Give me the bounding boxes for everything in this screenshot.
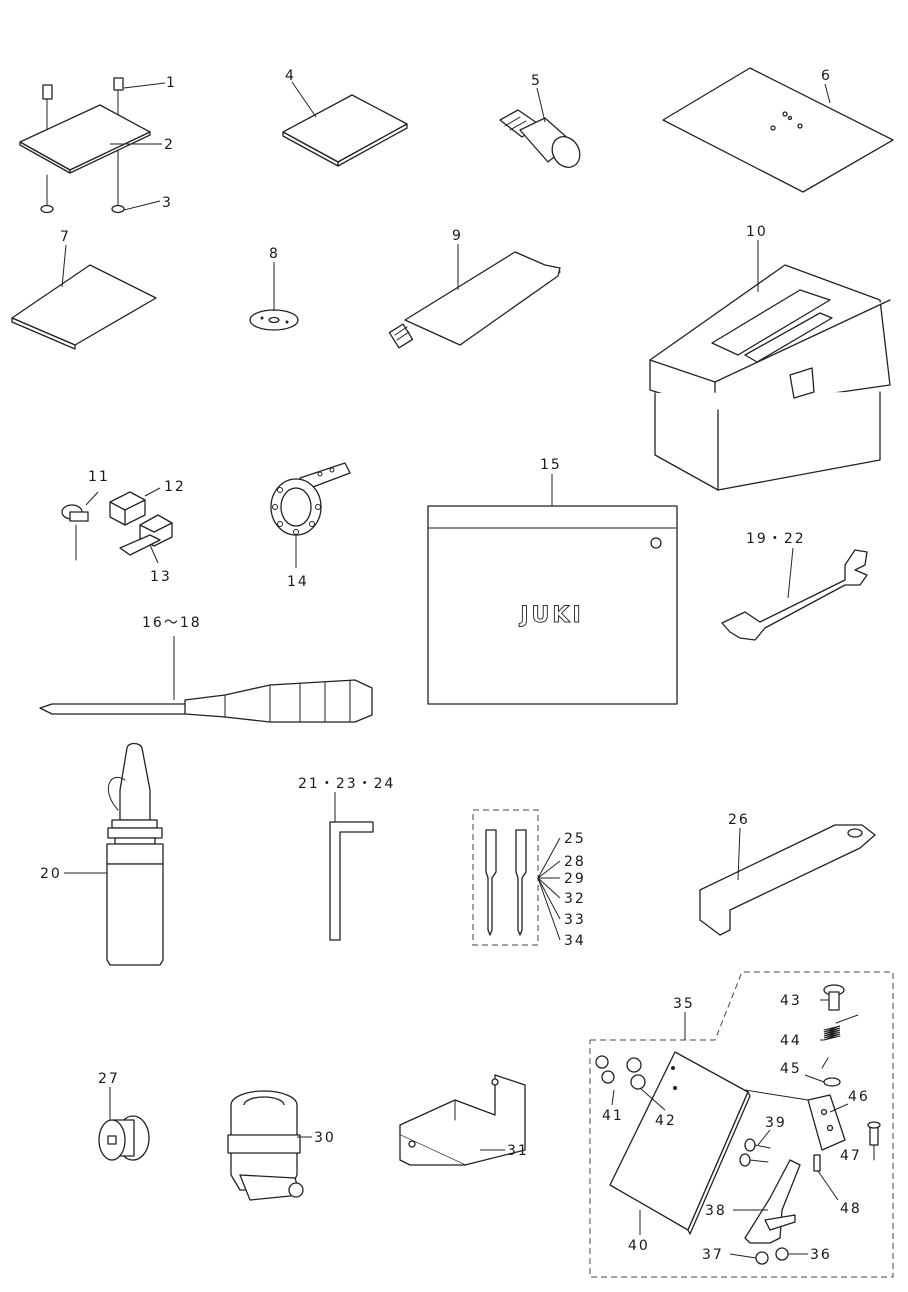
part-9-grease-tube: [388, 244, 561, 349]
part-30-bobbin-case: [227, 1090, 312, 1201]
label-41: 41: [602, 1108, 624, 1124]
label-45: 45: [780, 1061, 802, 1077]
part-7-sheet: [11, 244, 157, 350]
label-38: 38: [705, 1203, 727, 1219]
label-12: 12: [164, 479, 186, 495]
label-32: 32: [564, 891, 586, 907]
label-48: 48: [840, 1201, 862, 1217]
label-15: 15: [540, 457, 562, 473]
part-20-oil-bottle: [64, 742, 164, 966]
part-26-bracket-bar: [699, 824, 876, 936]
label-34: 34: [564, 933, 586, 949]
part-cover-plate-assembly: [19, 77, 166, 214]
part-11-13-screw-blocks: [61, 487, 173, 564]
label-9: 9: [452, 228, 463, 244]
label-44: 44: [780, 1033, 802, 1049]
label-30: 30: [314, 1130, 336, 1146]
part-21-hex-key: [329, 792, 374, 941]
part-6-sheet: [662, 67, 894, 193]
part-27-bobbin: [98, 1087, 150, 1161]
label-16-18: 16～18: [142, 615, 202, 631]
label-33: 33: [564, 912, 586, 928]
label-11: 11: [88, 469, 110, 485]
label-7: 7: [60, 229, 71, 245]
part-8-washer: [249, 262, 299, 331]
label-2: 2: [164, 137, 175, 153]
label-5: 5: [531, 73, 542, 89]
part-19-22-wrench: [721, 547, 868, 641]
callout-labels: 1 2 3 4 5 6 7 8 9 10 11 12 13 14 15 16～1…: [40, 68, 870, 1263]
label-39: 39: [765, 1115, 787, 1131]
bag-brand-logo: JUKI: [518, 603, 583, 628]
label-19-22: 19・22: [746, 531, 806, 547]
part-4-plate: [282, 81, 408, 167]
label-20: 20: [40, 866, 62, 882]
label-10: 10: [746, 224, 768, 240]
label-47: 47: [840, 1148, 862, 1164]
label-31: 31: [507, 1143, 529, 1159]
label-8: 8: [269, 246, 280, 262]
label-4: 4: [285, 68, 296, 84]
part-5-knob: [499, 87, 581, 168]
label-43: 43: [780, 993, 802, 1009]
part-16-18-screwdriver: [39, 636, 373, 723]
label-21-23-24: 21・23・24: [298, 776, 395, 792]
label-27: 27: [98, 1071, 120, 1087]
label-35: 35: [673, 996, 695, 1012]
label-29: 29: [564, 871, 586, 887]
label-36: 36: [810, 1247, 832, 1263]
label-37: 37: [702, 1247, 724, 1263]
label-3: 3: [162, 195, 173, 211]
part-31-l-bracket: [399, 1074, 526, 1166]
label-13: 13: [150, 569, 172, 585]
part-35-48-pedal-assembly: [589, 971, 894, 1278]
label-40: 40: [628, 1238, 650, 1254]
label-28: 28: [564, 854, 586, 870]
part-15-bag: JUKI: [427, 474, 678, 705]
part-25-34-needles: [472, 809, 561, 946]
label-42: 42: [655, 1113, 677, 1129]
part-14-cable-clamp: [270, 462, 351, 568]
label-46: 46: [848, 1089, 870, 1105]
label-25: 25: [564, 831, 586, 847]
label-26: 26: [728, 812, 750, 828]
part-10-tool-box: [649, 240, 891, 491]
label-1: 1: [166, 75, 177, 91]
label-14: 14: [287, 574, 309, 590]
label-6: 6: [821, 68, 832, 84]
